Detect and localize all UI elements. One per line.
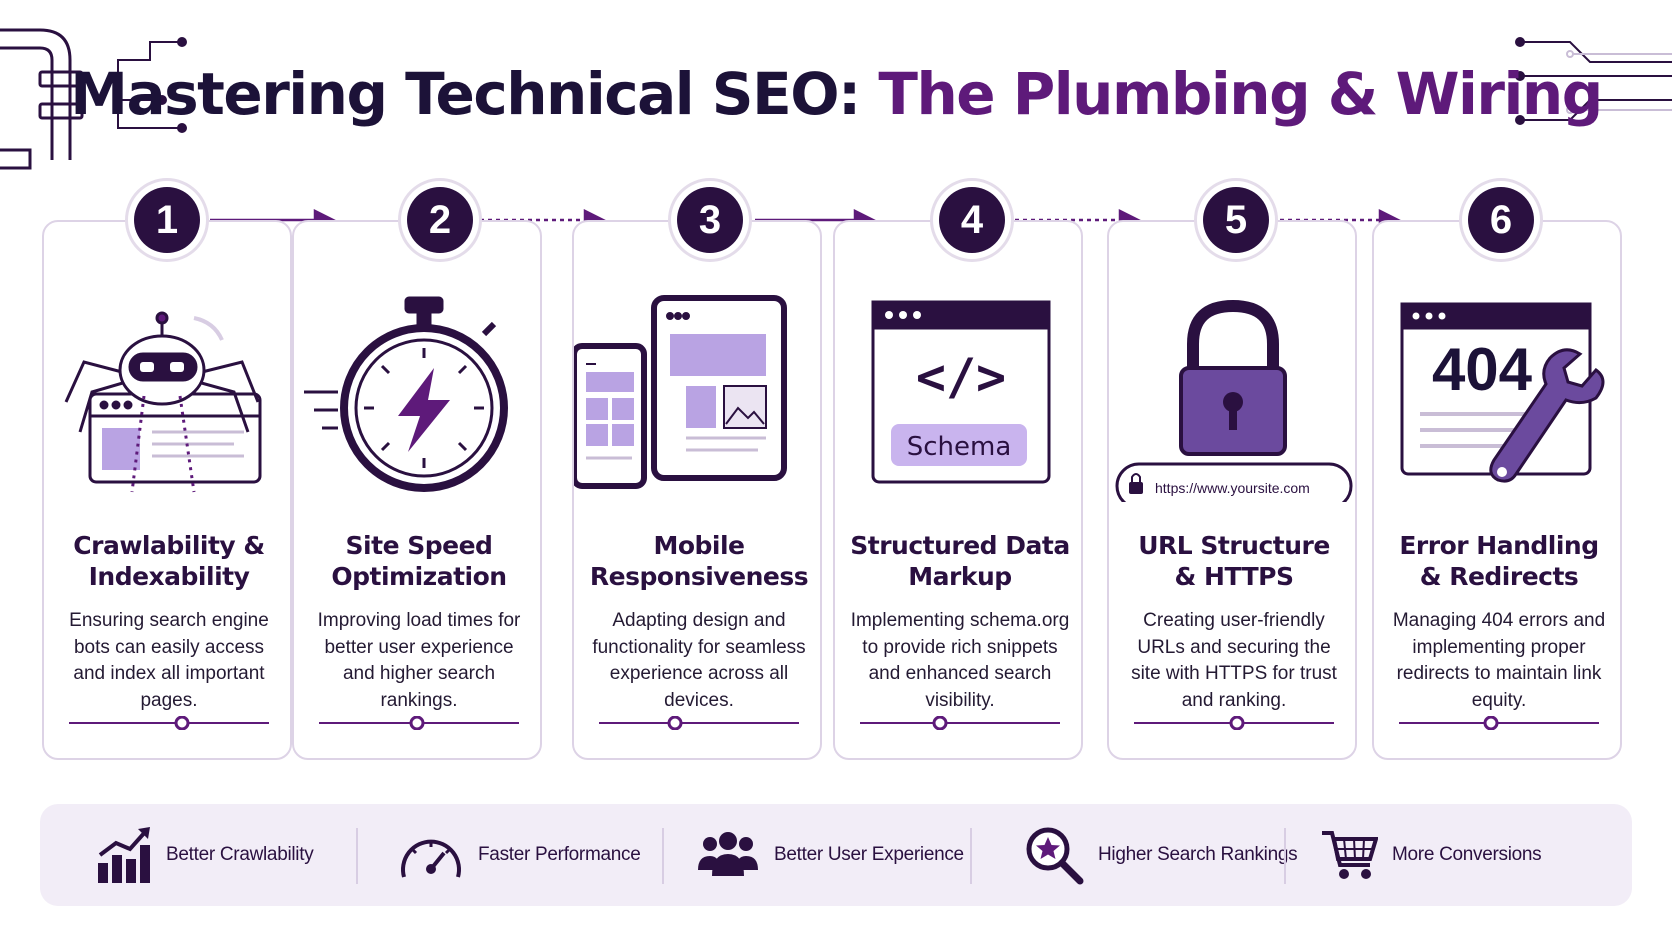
step-card-3: Mobile Responsiveness Adapting design an… <box>572 220 822 760</box>
card-footer-line <box>1399 716 1599 730</box>
spider-bot-icon <box>64 311 262 493</box>
step-badge-1: 1 <box>125 178 209 262</box>
step-title-2: Site Speed Optimization <box>331 531 507 591</box>
wiring-decoration-icon <box>1515 37 1672 125</box>
speedometer-icon <box>401 839 461 878</box>
card-footer-line <box>319 716 519 730</box>
url-text: https://www.yoursite.com <box>1155 480 1310 496</box>
card-footer-line <box>69 716 269 730</box>
step-badge-2: 2 <box>398 178 482 262</box>
step-card-5: https://www.yoursite.com URL Structure &… <box>1107 220 1357 760</box>
step-card-2: Site Speed Optimization Improving load t… <box>292 220 542 760</box>
schema-label: Schema <box>907 432 1012 462</box>
search-star-icon <box>1026 827 1084 885</box>
page-title: Mastering Technical SEO: The Plumbing & … <box>0 54 1672 134</box>
benefit-better-user-experience: Better User Experience <box>696 804 964 906</box>
step-badge-3: 3 <box>668 178 752 262</box>
growth-chart-icon <box>98 827 150 883</box>
card-footer-line <box>860 716 1060 730</box>
title-part-2: The Plumbing & Wiring <box>878 60 1603 128</box>
benefit-divider <box>970 828 972 884</box>
code-symbol-text: </> <box>916 348 1006 406</box>
step-badge-4: 4 <box>930 178 1014 262</box>
step-badge-5: 5 <box>1194 178 1278 262</box>
step-desc-1: Ensuring search engine bots can easily a… <box>69 610 269 711</box>
benefit-divider <box>662 828 664 884</box>
step-desc-3: Adapting design and functionality for se… <box>592 610 806 711</box>
benefit-better-crawlability: Better Crawlability <box>96 804 314 906</box>
step-title-6: Error Handling & Redirects <box>1399 531 1599 591</box>
shopping-cart-icon <box>1322 831 1378 879</box>
step-desc-6: Managing 404 errors and implementing pro… <box>1392 610 1606 711</box>
error-wrench-icon: 404 <box>1400 302 1605 483</box>
step-title-3: Mobile Responsiveness <box>589 531 809 591</box>
step-desc-2: Improving load times for better user exp… <box>317 610 521 711</box>
benefit-divider <box>356 828 358 884</box>
card-footer-line <box>1134 716 1334 730</box>
padlock-icon: https://www.yoursite.com <box>1115 299 1353 502</box>
benefit-higher-search-rankings: Higher Search Rankings <box>1024 804 1298 906</box>
step-desc-4: Implementing schema.org to provide rich … <box>850 610 1070 711</box>
devices-icon <box>574 295 787 489</box>
step-badge-6: 6 <box>1459 178 1543 262</box>
benefit-more-conversions: More Conversions <box>1320 804 1542 906</box>
step-title-1: Crawlability & Indexability <box>73 531 265 591</box>
card-footer-line <box>599 716 799 730</box>
error-code-label: 404 <box>1432 336 1533 403</box>
benefits-bar: Better Crawlability Faster Performance B… <box>40 804 1632 906</box>
stopwatch-icon <box>304 296 508 492</box>
users-icon <box>698 832 758 876</box>
step-card-6: 404 Error Handling & Redirects Managing … <box>1372 220 1622 760</box>
step-title-5: URL Structure & HTTPS <box>1138 531 1330 591</box>
pipe-decoration-icon <box>0 28 187 170</box>
benefit-faster-performance: Faster Performance <box>398 804 641 906</box>
step-title-4: Structured Data Markup <box>850 531 1070 591</box>
step-desc-5: Creating user-friendly URLs and securing… <box>1131 610 1337 711</box>
step-card-4: </> Schema Structured Data Markup Implem… <box>833 220 1083 760</box>
code-window-icon: </> Schema <box>871 300 1051 484</box>
step-card-1: Crawlability & Indexability Ensuring sea… <box>42 220 292 760</box>
benefit-divider <box>1284 828 1286 884</box>
title-part-1: Mastering Technical SEO: <box>70 60 861 128</box>
